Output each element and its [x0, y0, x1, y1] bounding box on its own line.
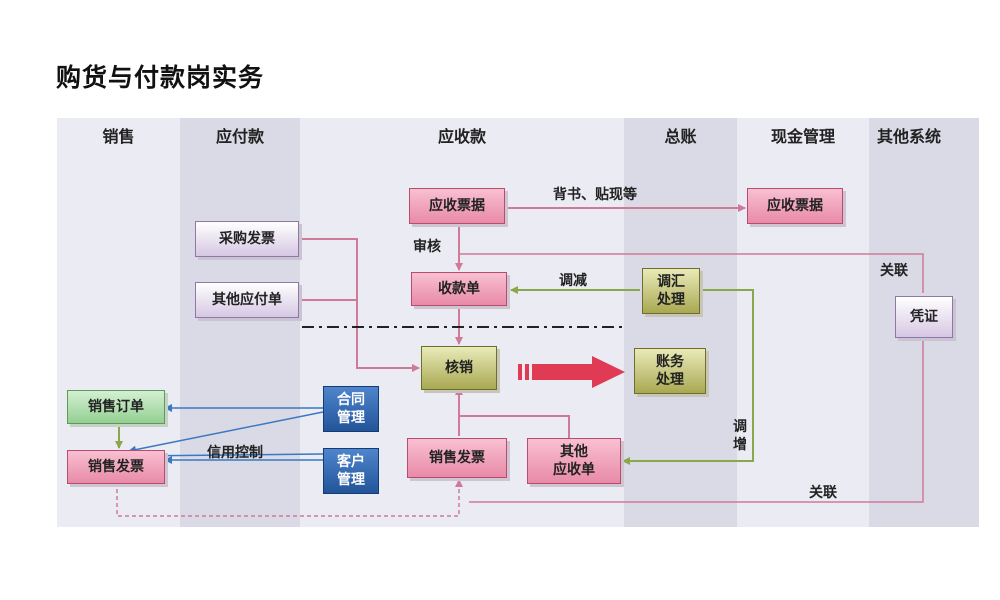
column-header-sales: 销售 — [102, 127, 135, 146]
node-exchange-line2: 处理 — [657, 292, 685, 308]
connector-lines — [115, 204, 924, 517]
node-customer: 客户 管理 — [323, 448, 379, 494]
band-ledger — [624, 118, 737, 527]
node-customer-line2: 管理 — [337, 472, 365, 488]
flow-diagram: 销售 应付款 应收款 总账 现金管理 其他系统 — [57, 118, 979, 527]
node-voucher: 凭证 — [895, 296, 953, 338]
node-account-line2: 处理 — [656, 372, 684, 388]
column-header-receivable: 应收款 — [437, 127, 486, 146]
label-link-top: 关联 — [880, 263, 908, 279]
edge-dashed-loop — [116, 479, 463, 517]
label-audit: 审核 — [413, 239, 441, 255]
node-account: 账务 处理 — [634, 348, 706, 394]
node-other-receivable-line2: 应收单 — [553, 462, 595, 478]
edge-other-recv-join — [459, 415, 570, 440]
node-purchase-invoice: 采购发票 — [195, 221, 299, 257]
column-header-other-systems: 其他系统 — [877, 127, 942, 146]
node-exchange: 调汇 处理 — [642, 268, 700, 314]
column-header-ledger: 总账 — [664, 127, 697, 146]
node-exchange-line1: 调汇 — [657, 274, 685, 290]
column-header-payable: 应付款 — [215, 127, 264, 146]
node-other-receivable: 其他 应收单 — [527, 438, 621, 484]
node-writeoff: 核销 — [421, 346, 497, 390]
label-endorse: 背书、贴现等 — [553, 187, 637, 203]
node-customer-line1: 客户 — [337, 454, 365, 470]
node-contract: 合同 管理 — [323, 386, 379, 432]
page-title: 购货与付款岗实务 — [56, 63, 265, 92]
node-account-line1: 账务 — [656, 354, 684, 370]
label-adjust-down: 调减 — [559, 273, 587, 289]
node-receipt: 收款单 — [411, 272, 507, 306]
node-other-payable: 其他应付单 — [195, 282, 299, 318]
node-ar-bill-left: 应收票据 — [409, 188, 505, 224]
label-adjust-up: 调增 — [733, 419, 747, 453]
node-contract-line1: 合同 — [337, 392, 365, 408]
edge-adjust-up — [622, 289, 754, 465]
edge-link-bottom — [469, 340, 924, 503]
label-credit: 信用控制 — [207, 445, 263, 461]
edge-contract-invoice — [128, 411, 324, 454]
node-other-receivable-line1: 其他 — [560, 444, 588, 460]
node-sales-order: 销售订单 — [67, 390, 165, 424]
column-header-cash: 现金管理 — [770, 127, 835, 146]
node-contract-line2: 管理 — [337, 410, 365, 426]
label-link-bottom: 关联 — [809, 485, 837, 501]
big-arrow — [518, 356, 625, 388]
edge-purchase-writeoff — [299, 238, 420, 372]
node-sales-invoice-center: 销售发票 — [407, 438, 507, 478]
node-sales-invoice-left: 销售发票 — [67, 450, 165, 484]
band-payable — [180, 118, 300, 527]
node-ar-bill-right: 应收票据 — [747, 188, 843, 224]
edge-link-top — [459, 253, 924, 293]
